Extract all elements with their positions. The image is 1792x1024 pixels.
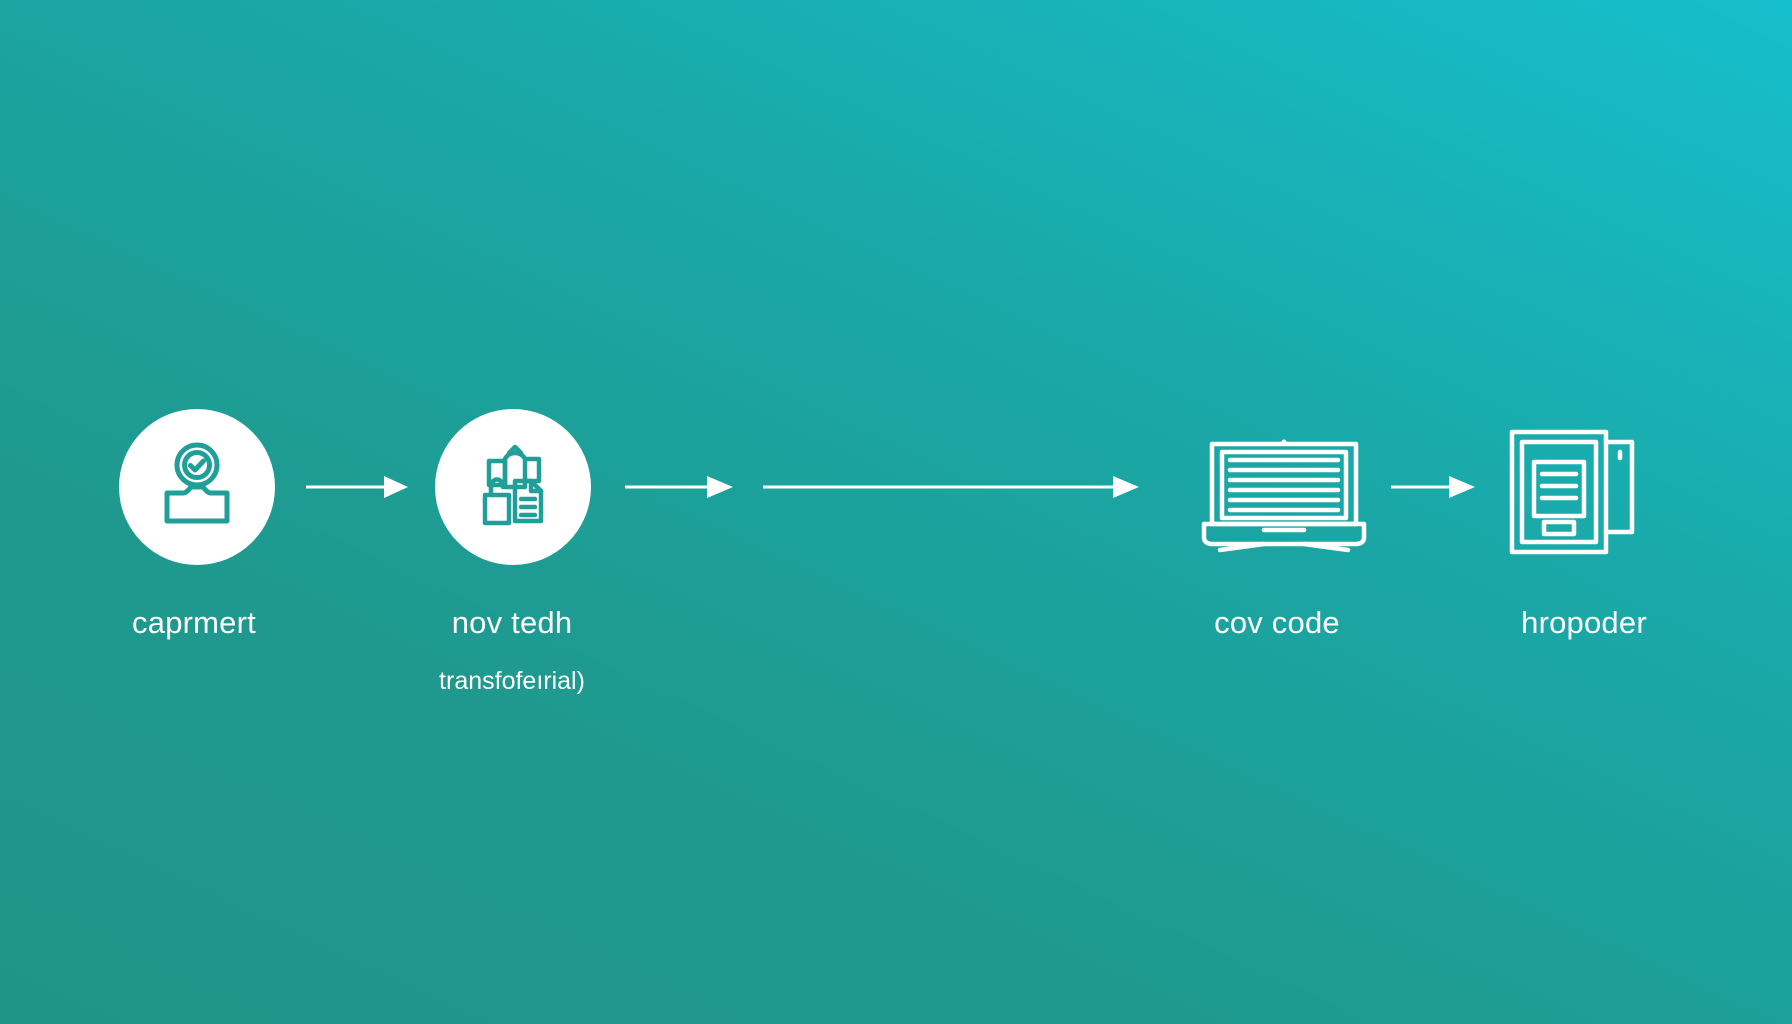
tablet-device-icon (1509, 429, 1635, 555)
step-2-label: nov tedh (451, 605, 573, 640)
laptop-icon (1201, 439, 1367, 553)
arrow-2 (625, 476, 733, 498)
step-2-node (435, 409, 591, 565)
user-check-icon (164, 442, 230, 524)
step-2-sublabel: transfofeırial) (439, 667, 585, 695)
step-1-label: caprmert (132, 605, 256, 640)
step-1-node (119, 409, 275, 565)
step-4-label: hropoder (1521, 605, 1647, 640)
documents-lock-icon (482, 444, 544, 526)
step-3-label: cov code (1214, 605, 1340, 640)
arrow-4 (1391, 476, 1475, 498)
arrow-3 (763, 476, 1139, 498)
arrow-1 (306, 476, 408, 498)
